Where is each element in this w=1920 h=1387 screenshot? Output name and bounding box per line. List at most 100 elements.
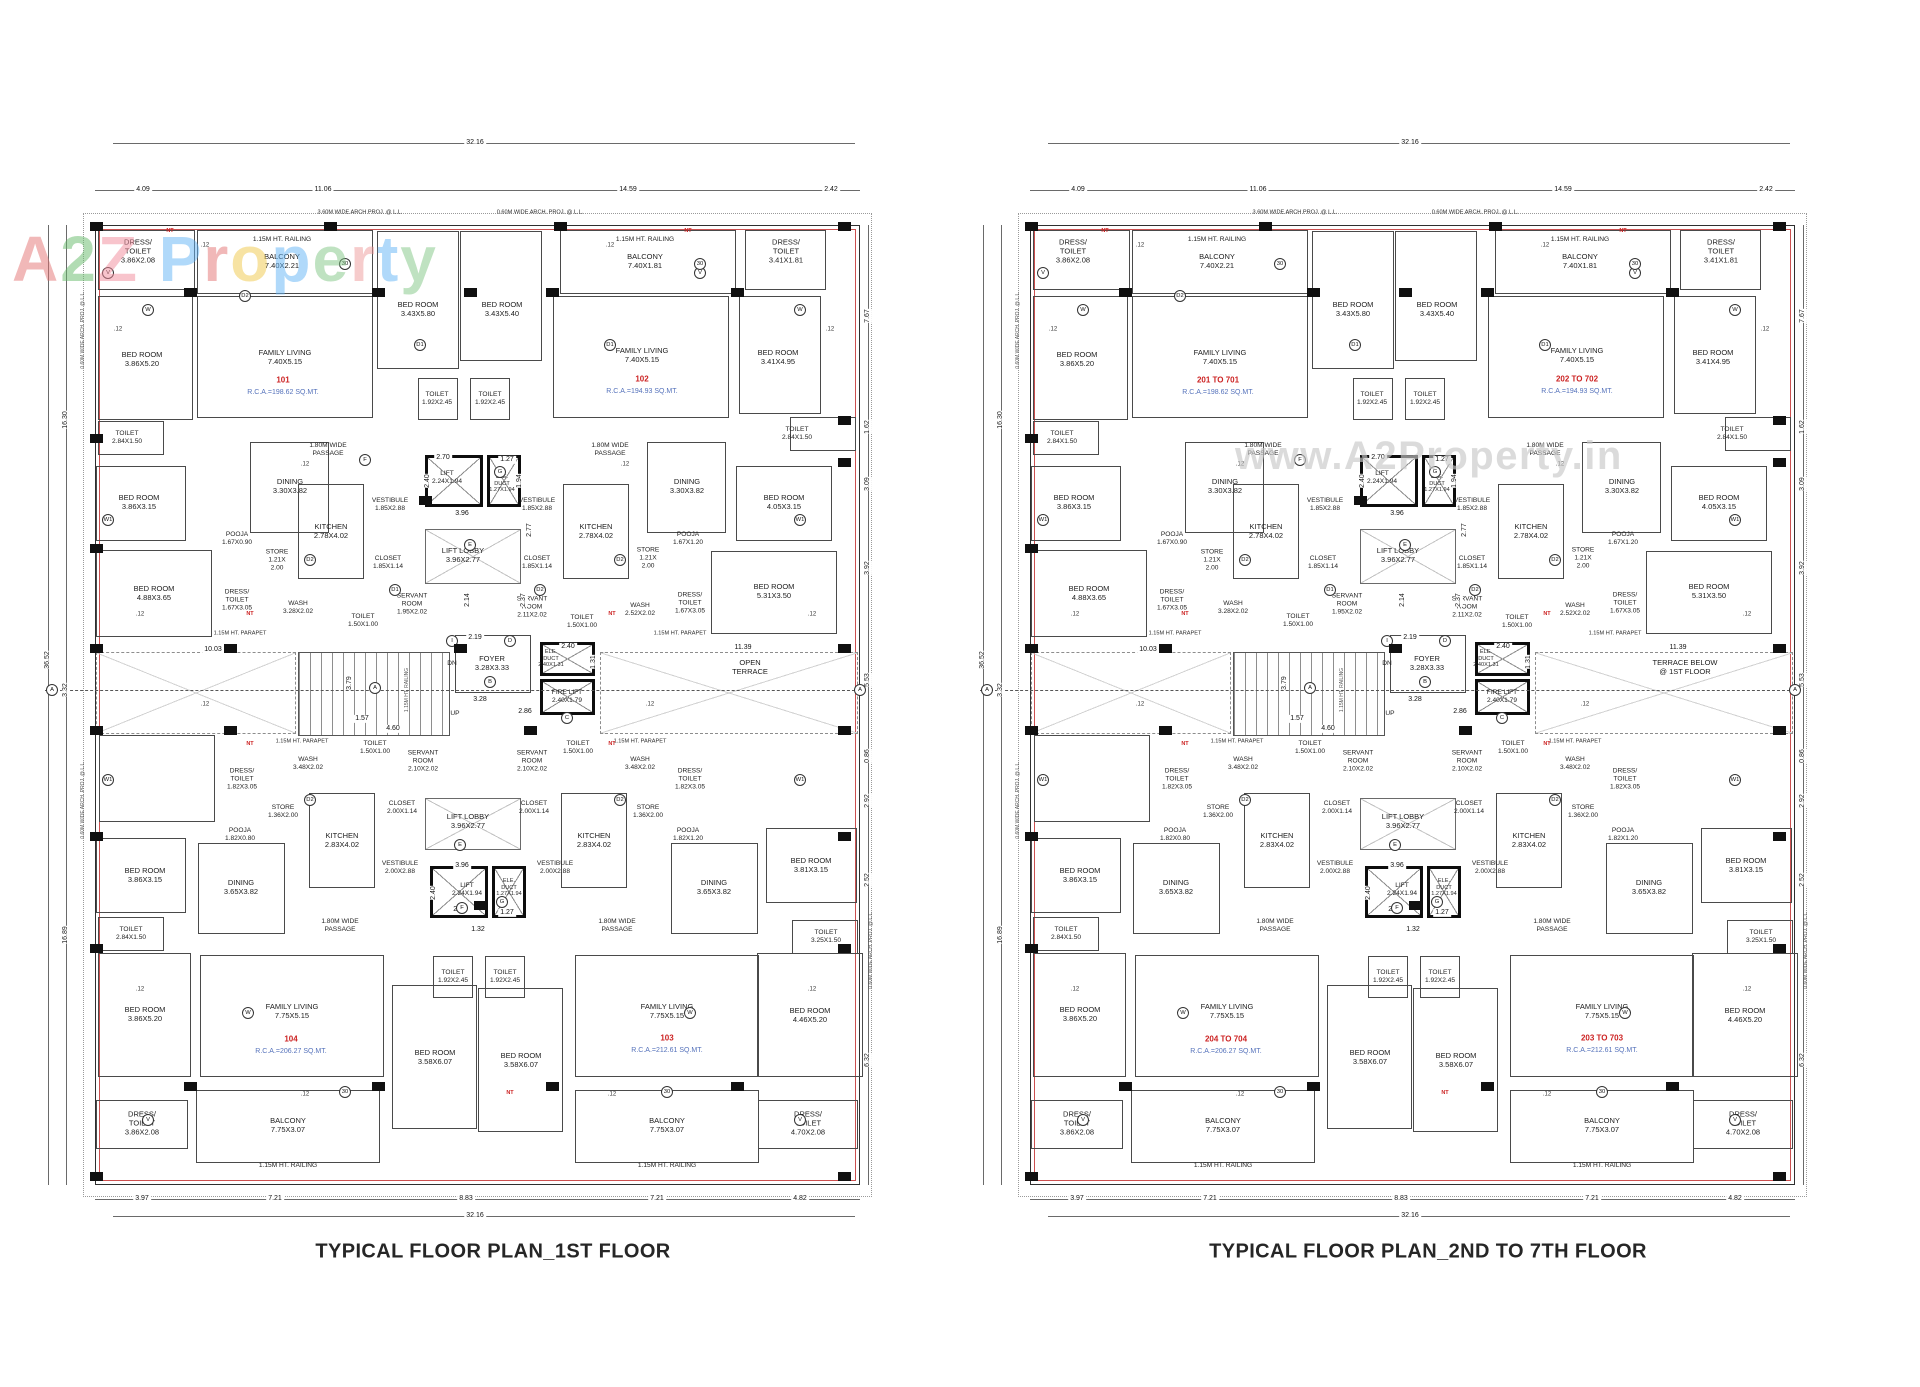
room-label: LIFT LOBBY 3.96X2.77 [1376,546,1419,564]
column-block [1025,1172,1038,1181]
room-label: TOILET 1.50X1.00 [1501,614,1533,629]
room-label: 2.86 [516,707,534,717]
reference-tag: G [496,896,508,908]
wall-geometry [736,466,832,541]
wall-geometry [298,484,364,579]
wall-geometry [250,442,329,533]
room-label: BED ROOM 3.43X5.40 [481,300,523,318]
room-label: BED ROOM 3.58X6.07 [500,1051,542,1069]
wall-thickness-label: .12 [645,701,655,708]
column-block [1025,644,1038,653]
column-block [1489,222,1502,231]
room-label: BALCONY 7.75X3.07 [1584,1116,1620,1134]
column-block [1119,288,1132,297]
reference-tag: W1 [102,774,114,786]
room-label: 16.89 [61,926,71,944]
room-label: SERVANT ROOM 2.10X2.02 [1451,749,1483,772]
wall-geometry [1510,955,1694,1077]
watermark-letter [139,223,159,295]
room-label: 11.06 [312,185,334,195]
room-label: SERVANT ROOM 2.10X2.02 [1342,749,1374,772]
wall-geometry [1135,955,1319,1077]
room-label: BALCONY 7.40X1.81 [627,252,663,270]
room-label: 3.60M WIDE ARCH PROJ. @ L.L. [317,209,403,216]
reference-tag: W [1619,1007,1631,1019]
room-label: BED ROOM 3.81X3.15 [790,856,832,874]
reference-tag: 30 [661,1086,673,1098]
wall-geometry [1327,985,1412,1129]
room-label: DINING 3.65X3.82 [696,878,732,896]
room-label: TOILET 1.50X1.00 [566,614,598,629]
room-label: 7.21 [1583,1194,1601,1204]
room-label: TOILET 2.84X1.50 [1050,926,1082,941]
wall-geometry [1030,225,1795,1185]
room-label: POOJA 1.67X1.20 [672,531,704,546]
watermark-a2z-property-logo: A2Z Property [12,222,438,296]
room-label: BED ROOM 3.58X6.07 [414,1048,456,1066]
nt-marker: NT [1181,740,1189,747]
unit-carpet-area: R.C.A.=194.93 SQ.MT. [606,387,678,395]
unit-carpet-area: R.C.A.=198.62 SQ.MT. [247,388,319,396]
reference-tag: E [1399,539,1411,551]
room-label: DRESS/ TOILET 3.41X1.81 [1703,237,1739,265]
room-label: BED ROOM 3.86X5.20 [121,350,163,368]
column-block [464,288,477,297]
reference-tag: 30 [1274,1086,1286,1098]
watermark-letter: e [312,223,351,295]
room-label: 2.40 [1364,886,1374,900]
room-label: 2.40 [559,642,577,652]
room-label: WASH 3.48X2.02 [1227,756,1259,771]
room-label: 3.09 [1798,477,1808,491]
room-label: 3.96 [453,861,471,871]
wall-geometry [66,225,67,1185]
room-label: 3.92 [863,561,873,575]
wall-thickness-label: .12 [620,461,630,468]
wall-geometry [96,652,296,734]
unit-carpet-area: R.C.A.=194.93 SQ.MT. [1541,387,1613,395]
reference-tag: 30 [694,258,706,270]
room-label: BED ROOM 3.58X6.07 [1349,1048,1391,1066]
nt-marker: NT [608,740,616,747]
wall-thickness-label: .12 [807,611,817,618]
room-label: BALCONY 7.75X3.07 [1205,1116,1241,1134]
column-block [1025,944,1038,953]
wall-geometry [1031,652,1231,734]
room-label: DN [447,660,457,668]
wall-geometry [1033,917,1099,951]
wall-geometry [1031,550,1147,637]
reference-tag: E [1389,839,1401,851]
room-label: VESTIBULE 2.00X2.88 [536,860,574,875]
column-block [1025,832,1038,841]
wall-geometry [1495,230,1671,294]
column-block [324,222,337,231]
column-block [90,1172,103,1181]
unit-carpet-area: R.C.A.=212.61 SQ.MT. [1566,1046,1638,1054]
plan-title: TYPICAL FLOOR PLAN_2ND TO 7TH FLOOR [1209,1240,1647,1263]
reference-tag: D2 [1239,794,1251,806]
room-label: 3.96 [1388,861,1406,871]
reference-tag: W1 [102,514,114,526]
unit-number: 104 [284,1034,298,1044]
room-label: TOILET 1.50X1.00 [562,740,594,755]
room-label: 0.60M WIDE ARCH. PROJ. @ L.L. [868,911,875,989]
room-label: 1.80M WIDE PASSAGE [309,442,347,457]
room-label: 3.96 [1388,509,1406,519]
reference-tag: F [1294,454,1306,466]
room-label: 14.59 [617,185,639,195]
room-label: SERVANT ROOM 2.10X2.02 [407,749,439,772]
column-block [90,726,103,735]
room-label: KITCHEN 2.78X4.02 [578,522,614,540]
wall-geometry [1034,735,1150,822]
reference-tag: D [504,635,516,647]
wall-thickness-label: .12 [1235,1091,1245,1098]
reference-tag: W [1177,1007,1189,1019]
room-label: 7.67 [863,309,873,323]
column-block [546,1082,559,1091]
reference-tag: F [359,454,371,466]
unit-number: 203 TO 703 [1580,1033,1624,1043]
wall-geometry [98,917,164,951]
column-block [554,222,567,231]
wall-thickness-label: .12 [1742,986,1752,993]
room-label: 11.06 [1247,185,1269,195]
watermark-letter: r [350,223,377,295]
